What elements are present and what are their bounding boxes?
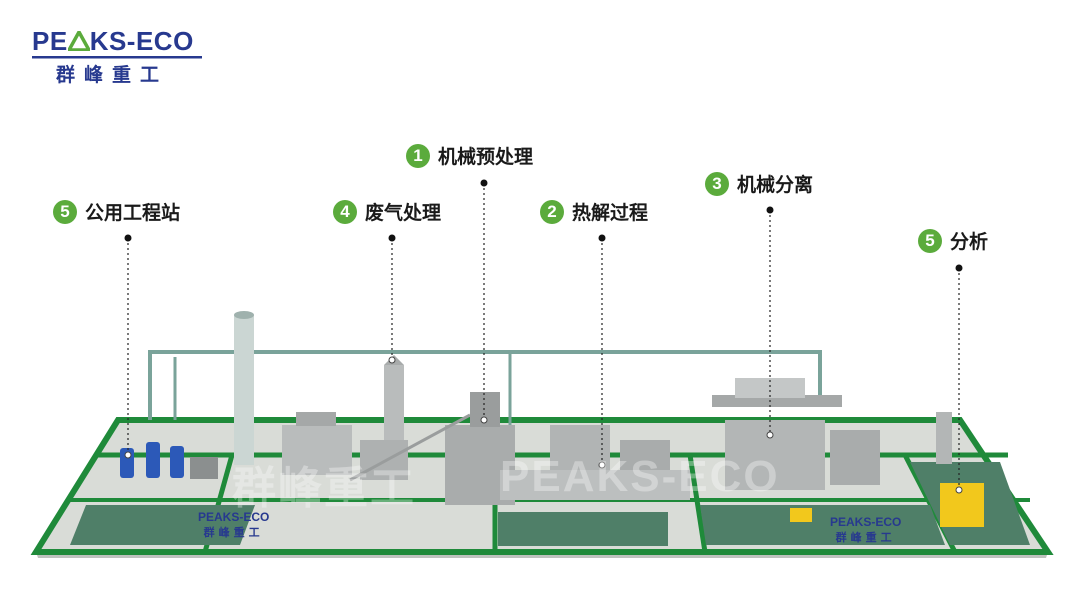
callout-mechanical-separation: 3 机械分离: [705, 170, 813, 197]
utility-cabinet: [190, 457, 218, 479]
zone-fill: [498, 512, 668, 546]
equipment-block: [282, 425, 352, 475]
pipe-rack: [148, 350, 822, 420]
callout-analysis: 5 分析: [918, 227, 988, 254]
callout-label: 公用工程站: [85, 202, 181, 224]
floor-border: [30, 417, 1054, 555]
leader-dots: [124, 179, 963, 272]
callout-exhaust-treatment: 4 废气处理: [333, 198, 441, 225]
chimney: [234, 315, 254, 465]
analysis-tower: [936, 412, 952, 464]
step-number-badge: 5: [53, 199, 77, 224]
callout-label: 机械预处理: [438, 146, 534, 168]
chimney-top: [234, 311, 254, 319]
logo-triangle-icon: [67, 31, 90, 51]
watermark-zh: 群峰重工: [232, 464, 416, 513]
callout-label: 废气处理: [365, 202, 442, 224]
pyrolysis-reactor: [500, 470, 690, 500]
pyrolysis-unit: [620, 440, 670, 470]
step-number-badge: 3: [705, 171, 729, 196]
zone-fill: [70, 505, 255, 545]
equipment-block: [296, 412, 336, 426]
logo-underline: [32, 56, 202, 59]
zone-fill: [700, 505, 945, 545]
step-number-badge: 5: [918, 228, 942, 253]
callout-utility-station: 5 公用工程站: [53, 198, 180, 225]
zone-line: [687, 454, 708, 553]
callout-pyrolysis: 2 热解过程: [540, 198, 648, 225]
target-dots: [124, 356, 963, 494]
leader-lines: [127, 183, 960, 490]
callout-label: 分析: [950, 231, 989, 253]
floor-logo-right: PEAKS-ECO 群峰重工: [830, 515, 902, 544]
separation-unit: [830, 430, 880, 485]
floor-logo-left: PEAKS-ECO 群峰重工: [198, 510, 270, 539]
separation-unit: [725, 420, 825, 490]
watermark-en: PEAKS-ECO: [500, 452, 780, 501]
step-number-badge: 2: [540, 199, 564, 224]
utility-tank: [146, 442, 160, 478]
step-number-badge: 1: [406, 143, 430, 168]
callout-label: 热解过程: [572, 202, 649, 224]
logo-text-zh: 群峰重工: [56, 64, 169, 86]
callout-mechanical-pretreatment: 1 机械预处理: [406, 142, 533, 169]
utility-tank: [170, 446, 184, 478]
callout-label: 机械分离: [737, 174, 814, 196]
forklift: [790, 508, 812, 522]
step-number-badge: 4: [333, 199, 357, 224]
separation-silos: [735, 378, 805, 398]
conveyor: [349, 413, 471, 482]
